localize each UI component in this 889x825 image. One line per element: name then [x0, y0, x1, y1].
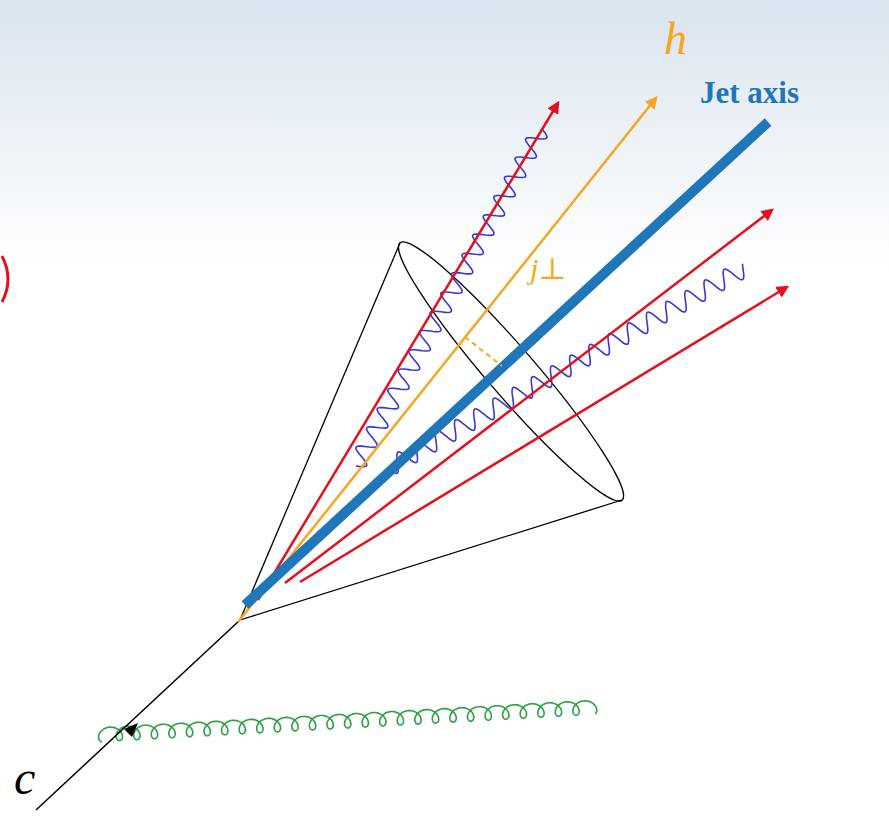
cone-edge: [240, 243, 400, 620]
quark-label: c: [14, 752, 35, 805]
quark-arrowhead: [124, 723, 138, 737]
jet-axis-label: Jet axis: [700, 76, 799, 110]
particle-arrow: [285, 210, 772, 583]
quark-line: [36, 620, 240, 810]
hadron-label: h: [664, 14, 687, 65]
hadron-arrow: [238, 98, 656, 622]
gluon-line: [99, 701, 597, 742]
jperp-label: j⊥: [530, 252, 567, 285]
jperp-dashed: [465, 337, 502, 366]
jet-axis-line: [245, 122, 768, 605]
red-bracket: [2, 256, 8, 302]
